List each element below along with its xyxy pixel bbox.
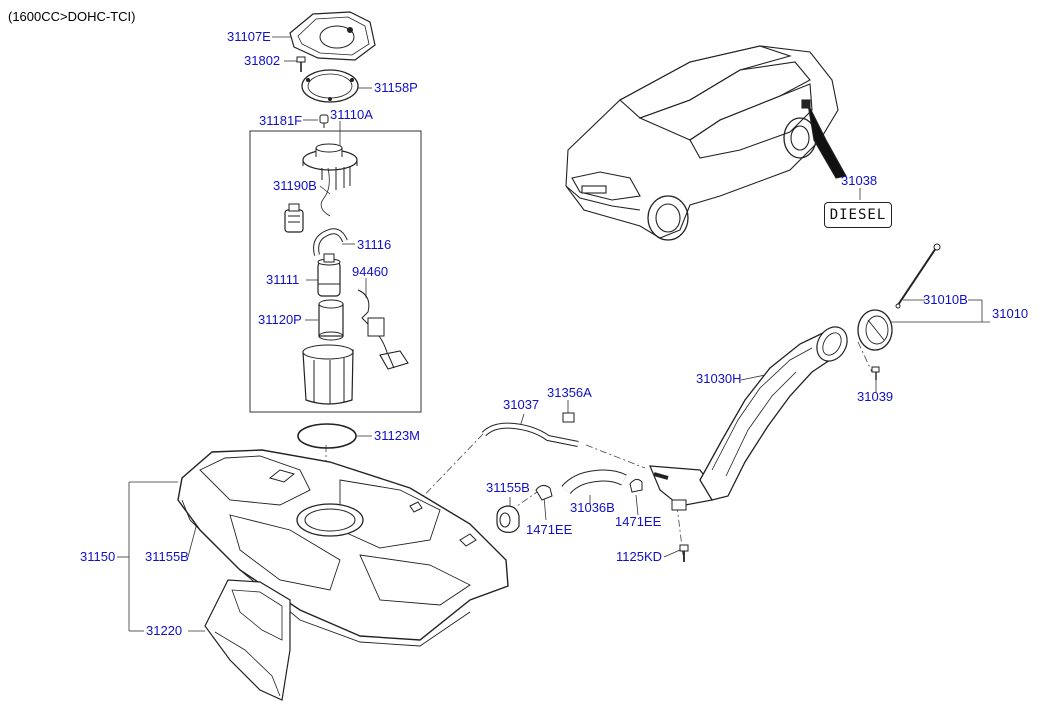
part-label-31190b[interactable]: 31190B: [273, 178, 317, 193]
pump-assembly-frame: [249, 130, 422, 413]
car-illustration: [565, 45, 847, 241]
bolt-1125kd: [679, 544, 689, 562]
clamp-1471ee-left: [535, 484, 553, 501]
part-label-94460[interactable]: 94460: [352, 264, 389, 279]
part-label-31039[interactable]: 31039: [857, 389, 894, 404]
part-label-31158p[interactable]: 31158P: [374, 80, 418, 95]
level-sender-94460: [357, 289, 409, 370]
reservoir-bucket: [302, 344, 354, 405]
pump-flange: [302, 143, 358, 217]
part-label-31036b[interactable]: 31036B: [570, 500, 615, 515]
part-label-31107e[interactable]: 31107E: [227, 29, 271, 44]
part-label-31802[interactable]: 31802: [244, 53, 281, 68]
part-label-31038[interactable]: 31038: [841, 173, 878, 188]
part-label-31030h[interactable]: 31030H: [696, 371, 742, 386]
ring-31158p: [301, 69, 359, 103]
part-label-1125kd[interactable]: 1125KD: [616, 549, 663, 564]
part-label-31155b-left[interactable]: 31155B: [145, 549, 189, 564]
filler-neck-31030h: [649, 326, 848, 511]
part-label-31010[interactable]: 31010: [992, 306, 1029, 321]
hose-31036b: [561, 469, 627, 495]
filter-31190b: [284, 203, 304, 233]
fuel-tank-31150: [177, 449, 509, 647]
clamp-31155b: [496, 505, 520, 533]
screw-31039: [871, 366, 880, 380]
clamp-1471ee-right: [629, 478, 643, 493]
diesel-badge: DIESEL: [824, 202, 892, 228]
part-label-31356a[interactable]: 31356A: [547, 385, 592, 400]
part-label-31123m[interactable]: 31123M: [374, 428, 421, 443]
leader-lines: [117, 36, 990, 632]
part-label-31110a[interactable]: 31110A: [330, 107, 373, 122]
cap-31181f: [319, 114, 329, 128]
screw-31802: [296, 56, 306, 72]
part-label-31120p[interactable]: 31120P: [258, 312, 302, 327]
part-label-1471ee-left[interactable]: 1471EE: [526, 522, 573, 537]
part-label-31181f[interactable]: 31181F: [259, 113, 303, 128]
part-label-31037[interactable]: 31037: [503, 397, 540, 412]
engine-spec-header: (1600CC>DOHC-TCI): [8, 9, 136, 24]
pump-motor-31111: [317, 253, 341, 297]
filter-sleeve-31120p: [318, 299, 344, 341]
part-label-31116[interactable]: 31116: [357, 237, 392, 252]
part-label-31010b[interactable]: 31010B: [923, 292, 968, 307]
heat-shield-31220: [204, 579, 291, 701]
fuel-cap-31010b: [857, 243, 941, 351]
part-label-1471ee-right[interactable]: 1471EE: [615, 514, 662, 529]
gasket-31123m: [297, 423, 357, 449]
cover-plate: [289, 11, 376, 61]
part-label-31150[interactable]: 31150: [80, 549, 116, 564]
part-label-31220[interactable]: 31220: [146, 623, 183, 638]
part-label-31111[interactable]: 31111: [266, 272, 300, 287]
vent-hose-31037: [481, 412, 579, 447]
part-label-31155b-right[interactable]: 31155B: [486, 480, 530, 495]
hose-31116: [313, 228, 348, 256]
